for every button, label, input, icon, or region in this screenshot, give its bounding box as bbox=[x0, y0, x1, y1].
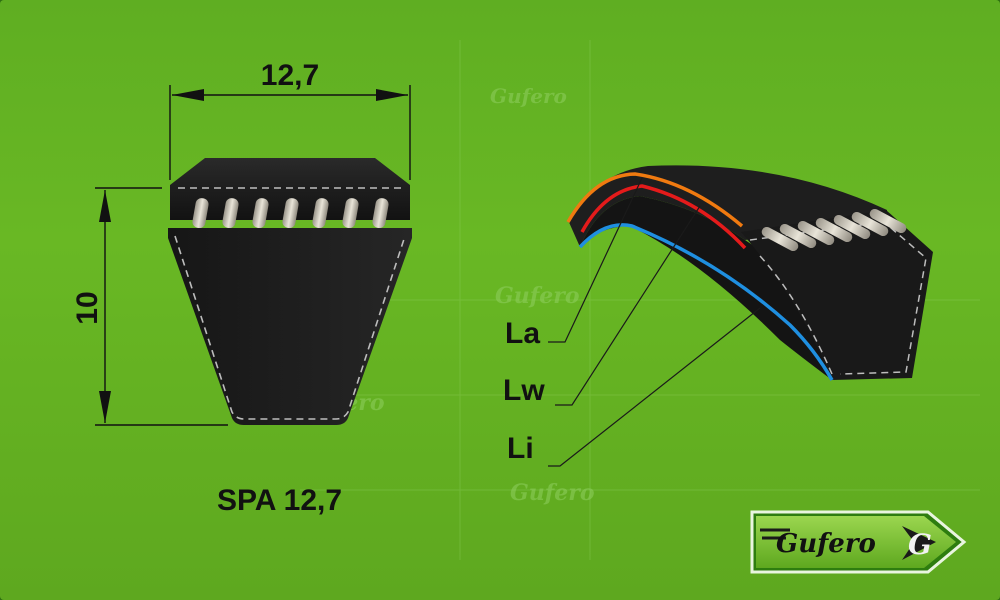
belt-3d-view bbox=[566, 165, 933, 381]
belt-wedge-body bbox=[168, 228, 412, 425]
profile-label: SPA 12,7 bbox=[217, 484, 342, 517]
logo-text: Gufero bbox=[776, 529, 876, 559]
height-dimension bbox=[95, 187, 228, 426]
logo-arrow-icon bbox=[902, 526, 936, 560]
inner-length-label: Li bbox=[507, 432, 534, 465]
belt-cross-section bbox=[168, 158, 412, 425]
watermark: Gufero bbox=[490, 84, 567, 108]
leader-lines bbox=[548, 177, 761, 467]
width-dimension-label: 12,7 bbox=[261, 59, 319, 92]
belt-3d-side bbox=[580, 196, 844, 380]
gufero-logo: Gufero G bbox=[750, 510, 967, 574]
belt-3d-cords bbox=[761, 208, 907, 252]
tension-cords bbox=[192, 198, 389, 229]
logo-letter: G bbox=[908, 528, 932, 561]
pitch-length-line bbox=[580, 184, 747, 250]
belt-3d-end-face bbox=[741, 210, 933, 380]
speed-lines-icon bbox=[760, 528, 790, 540]
watermark: Gufero bbox=[510, 480, 595, 506]
watermark: Gufero bbox=[495, 283, 580, 309]
pitch-length-label: Lw bbox=[503, 374, 545, 407]
outer-length-label: La bbox=[505, 317, 540, 350]
outer-length-line bbox=[566, 172, 744, 228]
height-dimension-label: 10 bbox=[71, 291, 104, 324]
inner-length-line bbox=[578, 223, 834, 381]
width-dimension bbox=[169, 85, 411, 180]
